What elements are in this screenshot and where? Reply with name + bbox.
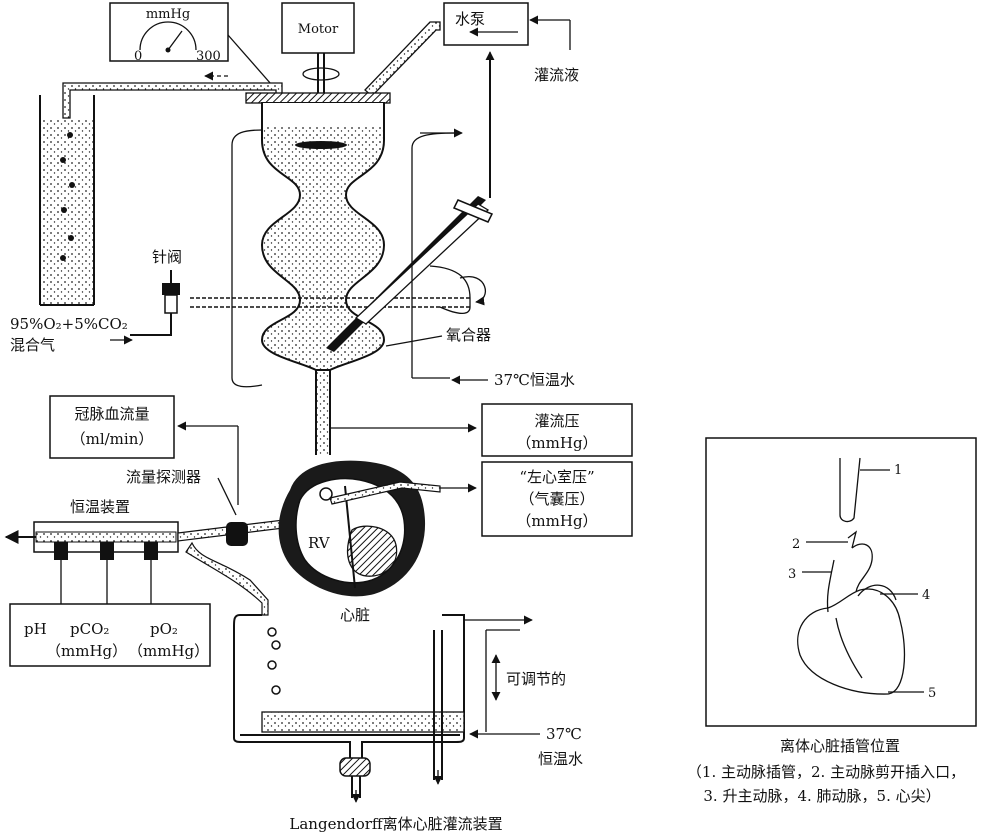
oxygenator (190, 92, 494, 455)
inset-label-1: 1 (894, 463, 902, 478)
inset-label-4: 4 (922, 588, 930, 603)
thermostat-label: 恒温装置 (70, 498, 130, 516)
lv-pressure-line1: “左心室压” (519, 468, 594, 486)
thermo-water-bottom-line2: 恒温水 (538, 750, 583, 768)
sensor-pco2: pCO₂ (70, 620, 109, 638)
sensor-ph: pH (24, 620, 47, 638)
flow-probe-label: 流量探测器 (126, 468, 201, 486)
lv-pressure-line2: （气囊压） (519, 490, 594, 508)
perfusion-pressure-line1: 灌流压 (534, 412, 579, 430)
perfusion-pressure-box: 灌流压 （mmHg） (330, 403, 633, 457)
thermostat-device: 恒温装置 (4, 498, 179, 604)
gas-line2: 混合气 (10, 336, 55, 354)
motor-label: Motor (298, 22, 339, 37)
inset-label-5: 5 (928, 686, 936, 701)
coronary-flow-line2: （ml/min） (71, 430, 154, 448)
cannulation-inset: 1 2 3 4 5 (705, 437, 977, 727)
rv-label: RV (308, 534, 331, 552)
sensor-pco2-unit: （mmHg） (46, 642, 127, 660)
pressure-gauge: mmHg 0 300 (109, 2, 229, 64)
oxygenator-label: 氧合器 (446, 326, 491, 344)
perfusate-label: 灌流液 (534, 66, 579, 84)
heart: RV (278, 460, 441, 597)
left-reservoir (39, 95, 95, 306)
gauge-min: 0 (134, 49, 142, 64)
sensor-po2-unit: （mmHg） (128, 642, 209, 660)
needle-valve-label: 针阀 (152, 248, 182, 266)
pump-label: 水泵 (455, 10, 485, 28)
gauge-max: 300 (196, 49, 221, 64)
inset-legend-1: （1. 主动脉插管，2. 主动脉剪开插入口， (687, 763, 965, 781)
sensor-po2: pO₂ (150, 620, 178, 638)
collection-vessel (233, 614, 540, 803)
thermo-water-top: 37℃恒温水 (494, 371, 575, 389)
lv-pressure-box: “左心室压” （气囊压） （mmHg） (440, 461, 633, 537)
thermo-water-bottom-line1: 37℃ (546, 725, 582, 743)
inset-label-2: 2 (792, 537, 800, 552)
coronary-flow-line1: 冠脉血流量 (74, 405, 149, 423)
gauge-unit: mmHg (146, 7, 190, 22)
lv-pressure-line3: （mmHg） (516, 512, 597, 530)
coronary-flow-box: 冠脉血流量 （ml/min） (49, 395, 239, 505)
inset-label-3: 3 (788, 567, 796, 582)
inset-title: 离体心脏插管位置 (780, 737, 900, 755)
perfusion-pressure-line2: （mmHg） (516, 434, 597, 452)
pump-inflow-tube (364, 21, 441, 97)
water-pump: 水泵 灌流液 (443, 2, 579, 198)
caption-main: Langendorff离体心脏灌流装置 (289, 815, 502, 833)
gas-line1: 95%O₂+5%CO₂ (10, 315, 128, 333)
sensors-box: pH pCO₂ pO₂ （mmHg） （mmHg） (9, 603, 211, 667)
needle-valve: 针阀 (110, 248, 182, 345)
adjustable-label: 可调节的 (506, 670, 566, 688)
inset-legend-2: 3. 升主动脉，4. 肺动脉，5. 心尖） (703, 787, 940, 805)
heart-label: 心脏 (340, 606, 370, 624)
drops (267, 627, 281, 695)
flow-probe (226, 522, 248, 546)
